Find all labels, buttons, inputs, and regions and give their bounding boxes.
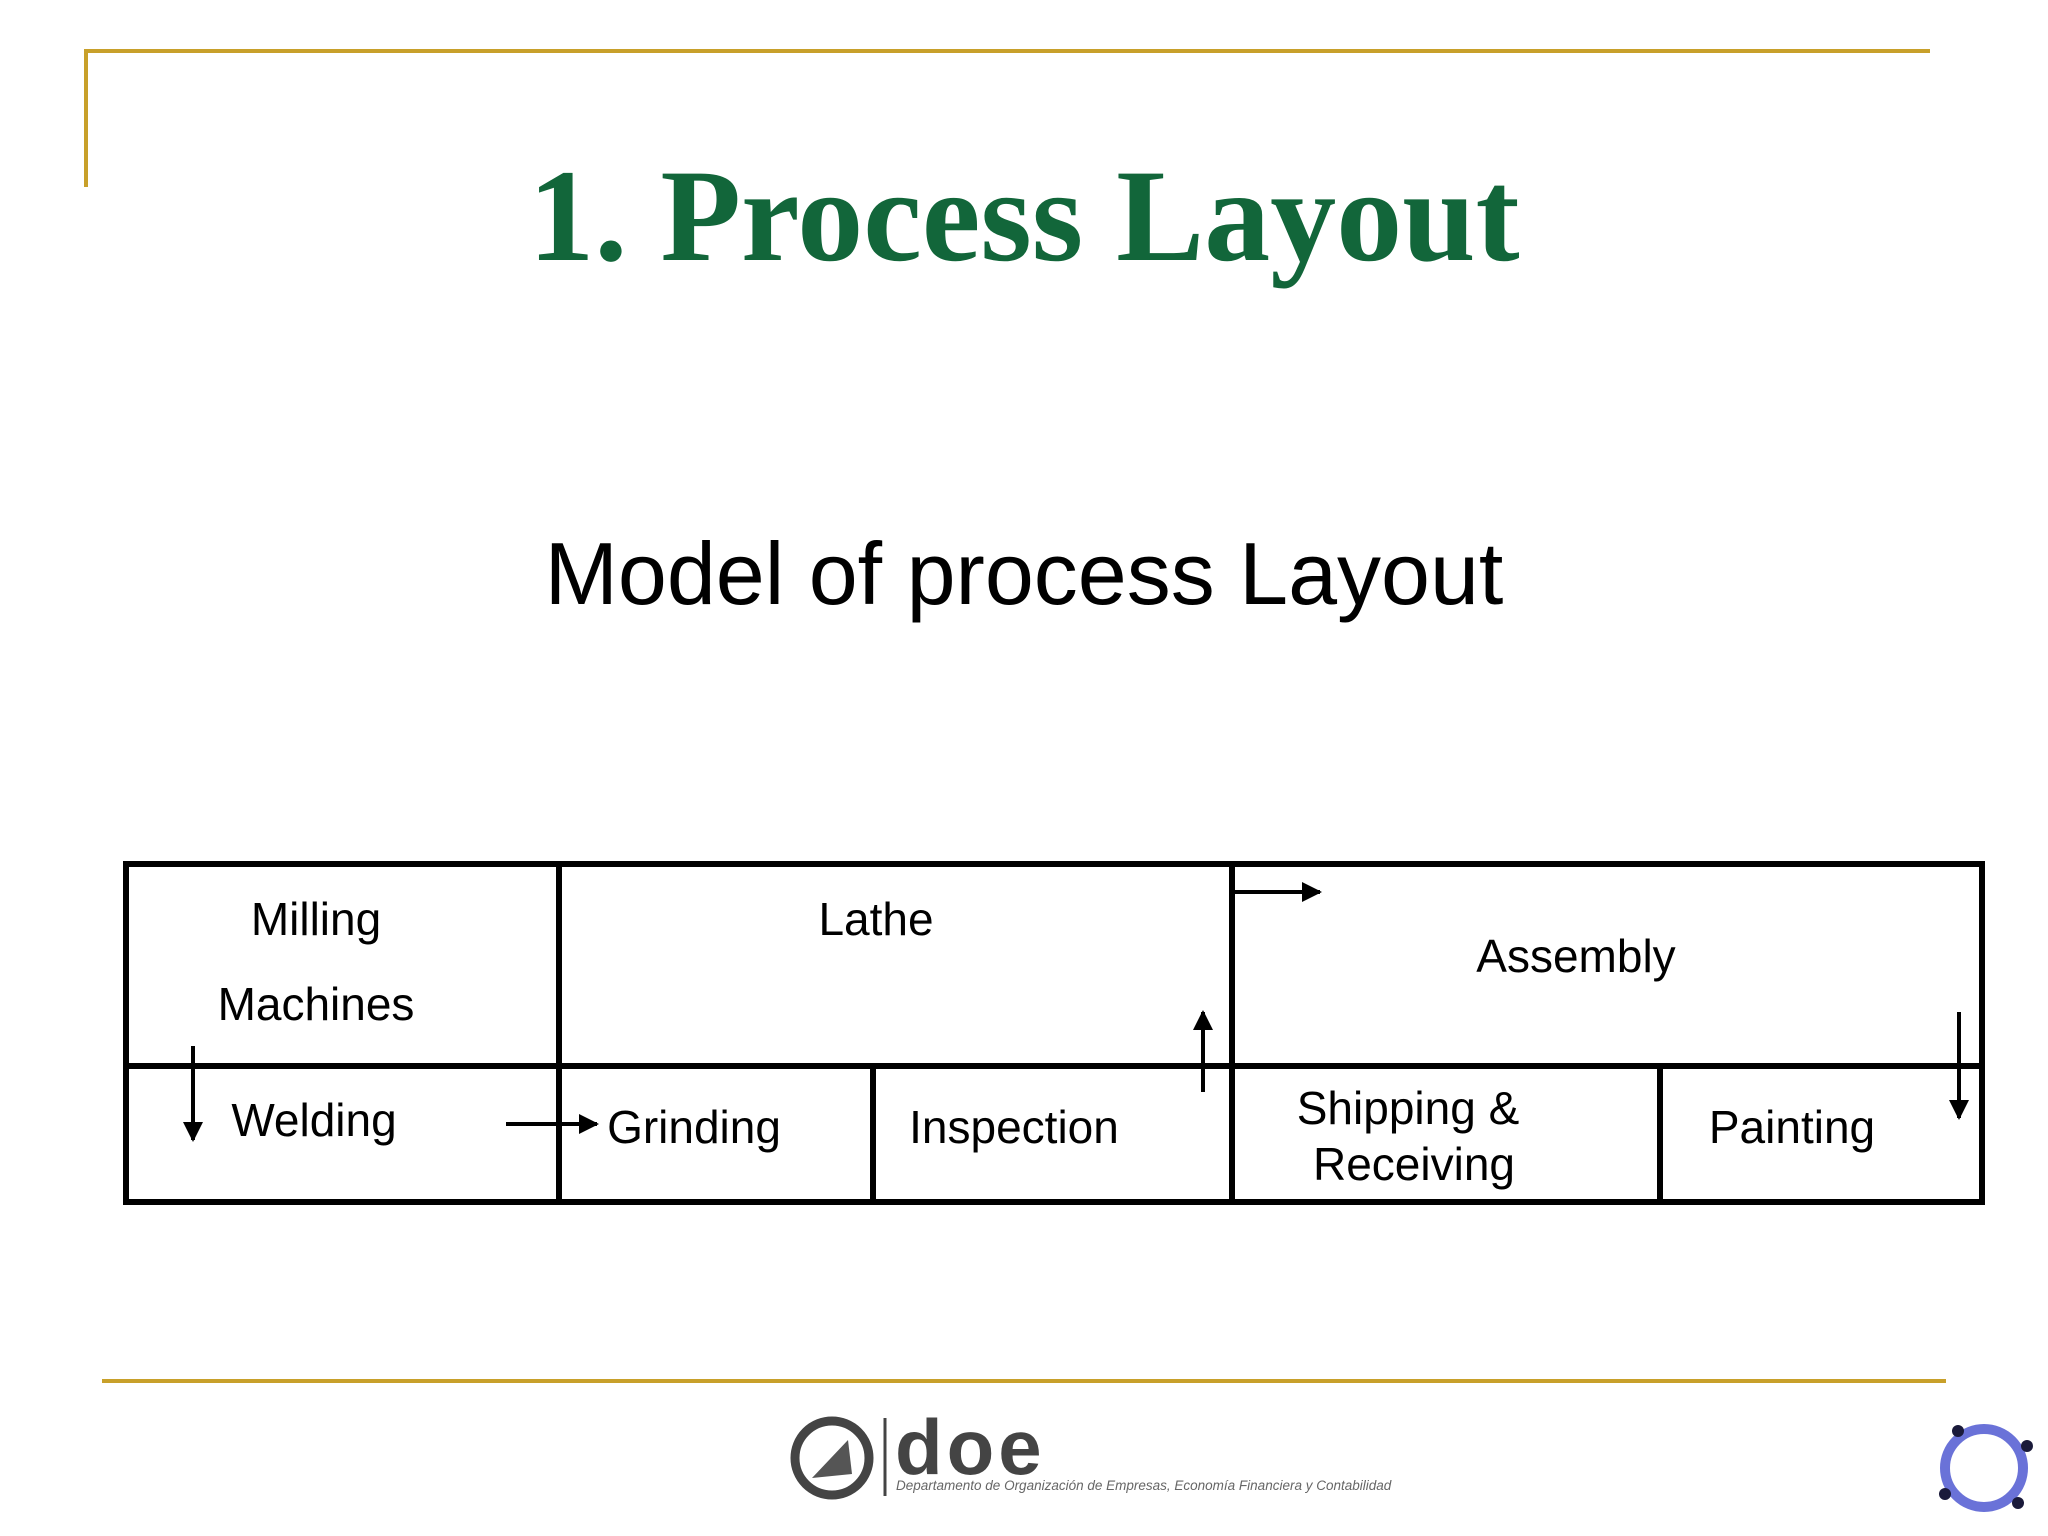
logo-emblem-icon	[790, 1416, 874, 1500]
cell-assembly-label: Assembly	[1476, 930, 1675, 982]
bottom-border-line	[102, 1379, 1946, 1383]
logo-emblem-arrow-icon	[812, 1440, 852, 1478]
doe-logo: doe Departamento de Organización de Empr…	[790, 1403, 1392, 1500]
cell-grinding-label: Grinding	[607, 1101, 781, 1153]
corner-ring-icon	[1939, 1424, 2033, 1512]
left-border-line	[84, 49, 88, 187]
slide-subtitle: Model of process Layout	[544, 524, 1504, 623]
diagram-outer-border	[123, 861, 1985, 1205]
cell-welding-label: Welding	[231, 1094, 396, 1146]
cell-painting-label: Painting	[1709, 1101, 1875, 1153]
cell-milling-label-2: Machines	[218, 978, 415, 1030]
slide-title: 1. Process Layout	[528, 142, 1520, 289]
cell-lathe-label: Lathe	[818, 893, 933, 945]
cell-shipping-label-2: Receiving	[1313, 1138, 1515, 1190]
cell-shipping-label-1: Shipping &	[1297, 1082, 1520, 1134]
logo-caption: Departamento de Organización de Empresas…	[896, 1478, 1392, 1493]
logo-word: doe	[895, 1403, 1046, 1491]
cell-inspection-label: Inspection	[909, 1101, 1119, 1153]
cell-milling-label-1: Milling	[251, 893, 381, 945]
top-border-line	[84, 49, 1930, 53]
diagram-grid	[123, 861, 1985, 1205]
